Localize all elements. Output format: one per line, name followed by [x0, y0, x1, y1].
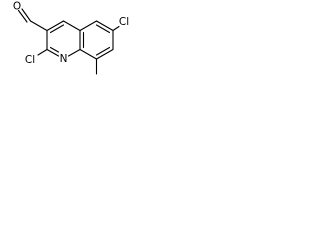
bond-c7-c8-inner: [95, 46, 111, 56]
bond-n1-c2: [46, 48, 60, 57]
bond-c5-c6-inner: [95, 24, 111, 34]
nitrogen-atom-label: N: [60, 53, 68, 65]
bond-c4a-c5: [79, 20, 98, 32]
bond-c7-c8: [95, 48, 114, 60]
bond-cho-o-second: [17, 9, 28, 23]
bond-c3-cho: [29, 20, 48, 32]
chlorine-atom-label-left: Cl: [25, 54, 35, 66]
bond-c6-cl: [112, 25, 120, 32]
bond-cho-o: [21, 8, 32, 22]
molecule-structure: O N Cl Cl: [13, 1, 129, 75]
bond-c4-c4a: [62, 20, 81, 32]
oxygen-atom-label: O: [13, 1, 21, 13]
bond-c5-c6: [95, 20, 114, 32]
chlorine-atom-label-right: Cl: [119, 16, 129, 28]
bond-c3-c4-inner: [49, 24, 65, 34]
bond-n1-c2-inner: [49, 46, 60, 53]
bond-c2-cl: [37, 48, 48, 56]
bond-c8a-n1: [67, 48, 81, 57]
bond-c8-c8a: [79, 48, 98, 60]
bond-c3-c4: [46, 20, 65, 32]
